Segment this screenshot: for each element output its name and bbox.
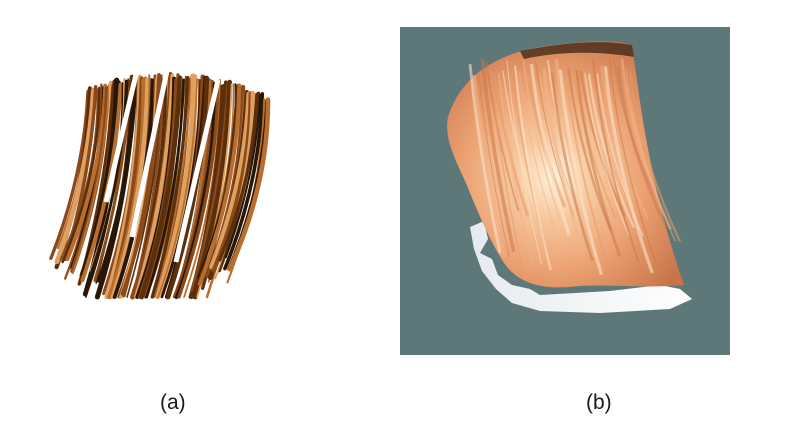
- hair-streak: [558, 69, 604, 276]
- panel-a-hair-render: [28, 52, 290, 304]
- hair-strand: [145, 78, 186, 299]
- hair-streak: [542, 68, 585, 253]
- hair-strand: [224, 93, 262, 259]
- hair-streak: [468, 63, 502, 254]
- hair-streak: [616, 66, 668, 229]
- hair-streak: [584, 72, 630, 237]
- hair-strand: [97, 75, 138, 283]
- hair-strand: [49, 89, 90, 260]
- hair-streak: [587, 73, 635, 228]
- hair-dark-crown: [520, 42, 634, 59]
- hair-streak: [575, 69, 622, 258]
- hair-streak: [477, 71, 510, 257]
- hair-streak: [592, 58, 640, 262]
- caption-b: (b): [586, 391, 612, 414]
- hair-streak: [579, 70, 626, 217]
- hair-streak: [603, 66, 654, 274]
- shaded-hair-image: [447, 41, 692, 313]
- hair-strand: [139, 75, 183, 300]
- hair-streak: [628, 72, 682, 243]
- hair-strand: [227, 97, 271, 272]
- hair-strand: [71, 83, 111, 274]
- hair-strand: [150, 75, 190, 299]
- hair-streak: [608, 57, 658, 266]
- hair-streak: [513, 65, 552, 271]
- hair-streak: [529, 63, 571, 236]
- hair-streak: [525, 68, 567, 208]
- hair-strand: [65, 83, 108, 262]
- hair-strand: [155, 74, 193, 298]
- hair-strand: [134, 73, 175, 299]
- hair-streak: [489, 70, 524, 272]
- hair-strand: [223, 92, 265, 271]
- hair-strand: [192, 79, 233, 300]
- hair-strand: [197, 83, 242, 286]
- hair-streak: [522, 59, 561, 220]
- hair-streak: [567, 68, 612, 232]
- hair-strand: [61, 86, 101, 264]
- caption-a: (a): [160, 391, 186, 414]
- hair-streak: [485, 62, 520, 212]
- hair-streak: [472, 74, 507, 258]
- hair-streak: [480, 58, 516, 252]
- hair-strand: [155, 73, 196, 300]
- hair-strand: [157, 78, 198, 298]
- panel-b-hair-render: [400, 27, 730, 355]
- strand-gap: [103, 65, 141, 203]
- hair-streak: [518, 72, 557, 232]
- hair-strand: [88, 79, 128, 278]
- hair-strand: [211, 91, 253, 273]
- strand-gap: [173, 79, 221, 263]
- hair-strand: [54, 87, 97, 265]
- hair-strand: [183, 79, 221, 298]
- hair-streak: [502, 70, 538, 214]
- hair-streak: [625, 67, 676, 242]
- hair-strand: [166, 75, 209, 300]
- hair-strand: [218, 91, 260, 262]
- strand-hair-image: [49, 65, 271, 300]
- hair-strand: [201, 84, 239, 290]
- hair-strand: [110, 77, 150, 299]
- hair-streak: [550, 72, 594, 261]
- hair-streak: [563, 60, 608, 261]
- hair-streak: [506, 59, 542, 265]
- head-silhouette: [470, 221, 692, 313]
- hair-strand: [177, 82, 220, 299]
- hair-strand: [209, 91, 252, 270]
- strand-gap: [129, 65, 171, 238]
- hair-streak: [497, 73, 534, 264]
